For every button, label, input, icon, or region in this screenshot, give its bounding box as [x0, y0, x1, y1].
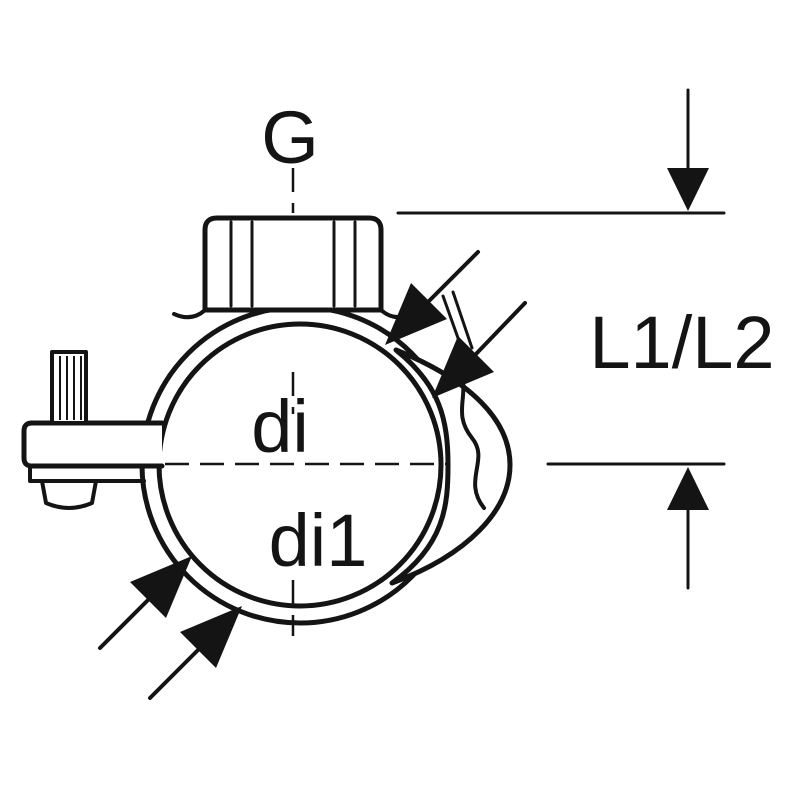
pointer-arrowhead-upper-2 [432, 336, 494, 398]
connector-body [202, 215, 384, 313]
cotter-pin-line-2 [451, 290, 474, 350]
inner-diameter-label: di [251, 385, 309, 468]
dimension-arrowhead-up [667, 467, 709, 510]
pointer-arrowhead-lower-2 [180, 606, 242, 668]
pointer-line-upper-1 [427, 250, 480, 303]
thread-size-label: G [261, 96, 319, 179]
dimension-arrowhead-down [667, 168, 709, 211]
closure-strap [389, 347, 513, 586]
pointer-arrowhead-lower-1 [130, 556, 192, 618]
length-dimension-label: L1/L2 [589, 301, 774, 384]
centerlines [130, 168, 472, 636]
mounting-bracket [21, 350, 165, 510]
pointer-line-lower-1 [98, 598, 150, 650]
bolt-nut [40, 479, 98, 510]
pointer-arrows [98, 250, 527, 700]
bracket-arm [21, 420, 165, 469]
pointer-line-upper-2 [474, 301, 527, 356]
inner-diameter-alt-label: di1 [269, 499, 368, 582]
pointer-arrowhead-upper-1 [385, 283, 447, 345]
threaded-connector [172, 215, 414, 320]
dimension-lines [396, 88, 726, 590]
collar-junction-left [172, 308, 207, 320]
pointer-line-lower-2 [148, 648, 200, 700]
